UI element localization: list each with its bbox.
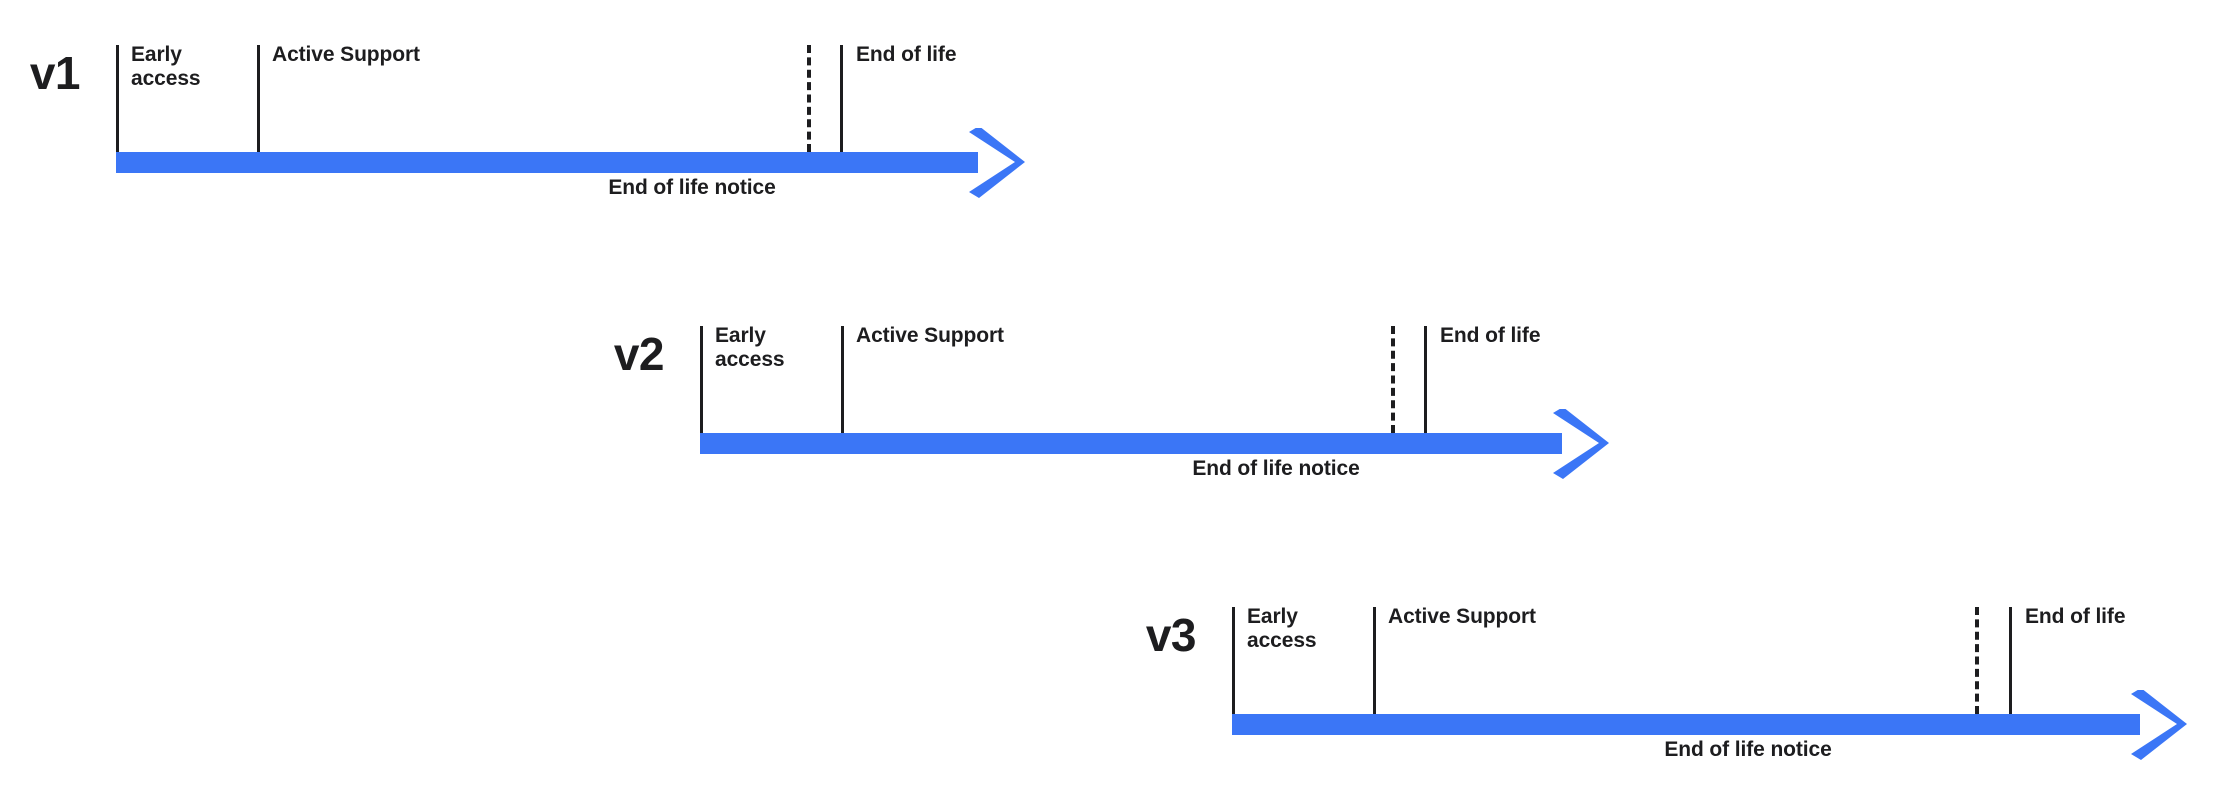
phase-label-active-support-v1: Active Support bbox=[272, 43, 420, 66]
phase-label-end-of-life-v2: End of life bbox=[1440, 324, 1541, 347]
phase-label-early-access-v2: Early access bbox=[715, 324, 785, 371]
version-label-v3: v3 bbox=[1145, 609, 1197, 661]
support-bar-v3 bbox=[1232, 714, 2140, 735]
phase-divider-early-access-end-v1 bbox=[257, 45, 260, 152]
phase-divider-early-access-end-v2 bbox=[841, 326, 844, 433]
end-of-life-notice-label-v3: End of life notice bbox=[1664, 738, 1832, 761]
end-of-life-notice-label-v2: End of life notice bbox=[1192, 457, 1360, 480]
phase-label-early-access-v1: Early access bbox=[131, 43, 201, 90]
phase-divider-end-of-life-v3 bbox=[2009, 607, 2012, 714]
phase-divider-early-access-end-v3 bbox=[1373, 607, 1376, 714]
phase-divider-start-v1 bbox=[116, 45, 119, 152]
end-of-life-notice-label-v1: End of life notice bbox=[608, 176, 776, 199]
support-bar-v1 bbox=[116, 152, 978, 173]
arrow-right-icon-v1 bbox=[969, 128, 1025, 198]
phase-label-active-support-v3: Active Support bbox=[1388, 605, 1536, 628]
phase-divider-end-of-life-v2 bbox=[1424, 326, 1427, 433]
phase-label-active-support-v2: Active Support bbox=[856, 324, 1004, 347]
arrow-right-icon-v2 bbox=[1553, 409, 1609, 479]
end-of-life-notice-marker-v3 bbox=[1975, 607, 1979, 714]
end-of-life-notice-marker-v2 bbox=[1391, 326, 1395, 433]
phase-label-early-access-v3: Early access bbox=[1247, 605, 1317, 652]
version-label-v2: v2 bbox=[613, 328, 665, 380]
support-bar-v2 bbox=[700, 433, 1562, 454]
phase-divider-start-v2 bbox=[700, 326, 703, 433]
version-label-v1: v1 bbox=[29, 47, 81, 99]
arrow-right-icon-v3 bbox=[2131, 690, 2187, 760]
end-of-life-notice-marker-v1 bbox=[807, 45, 811, 152]
phase-divider-end-of-life-v1 bbox=[840, 45, 843, 152]
phase-divider-start-v3 bbox=[1232, 607, 1235, 714]
phase-label-end-of-life-v3: End of life bbox=[2025, 605, 2126, 628]
phase-label-end-of-life-v1: End of life bbox=[856, 43, 957, 66]
